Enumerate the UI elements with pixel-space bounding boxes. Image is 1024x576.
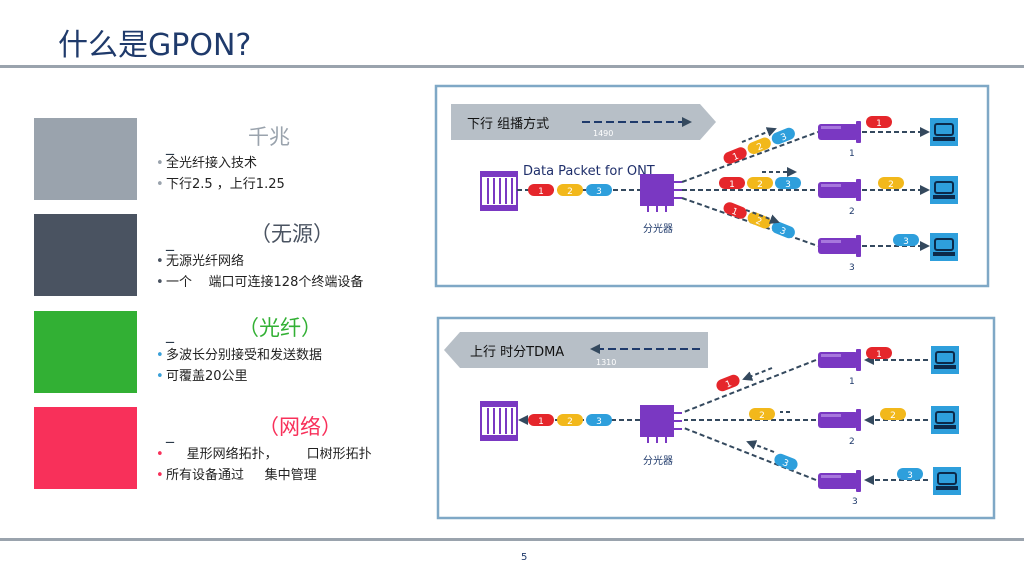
color-block-gigabit xyxy=(34,118,137,200)
packet-group: 1 2 3 xyxy=(723,202,795,239)
svg-text:3: 3 xyxy=(780,132,789,143)
olt-icon xyxy=(480,171,518,211)
splitter-label: 分光器 xyxy=(643,222,673,235)
svg-text:3: 3 xyxy=(903,237,909,247)
downstream-panel: 下行 组播方式 1490 Data Packet for ONT 1 2 3 分… xyxy=(434,84,990,288)
upstream-banner xyxy=(444,332,708,368)
page-number: 5 xyxy=(521,552,528,563)
footer-divider xyxy=(0,538,1024,541)
packet: 1 xyxy=(716,374,740,392)
section-heading-passive: （无源） xyxy=(250,222,334,246)
downstream-packet-train: 1 2 3 xyxy=(528,184,612,197)
onu-icon xyxy=(818,179,861,201)
svg-text:3: 3 xyxy=(907,471,913,481)
svg-text:1: 1 xyxy=(730,207,739,218)
color-block-passive xyxy=(34,214,137,296)
svg-text:3: 3 xyxy=(596,417,602,427)
olt-icon xyxy=(480,401,518,441)
title-divider xyxy=(0,65,1024,68)
computer-icon xyxy=(932,466,962,496)
onu-number: 3 xyxy=(849,263,855,273)
section-dash: _ xyxy=(166,232,174,251)
section-bullets-passive: •无源光纤网络 •一个 端口可连接128个终端设备 xyxy=(156,251,363,293)
svg-text:1: 1 xyxy=(538,187,544,197)
computer-icon xyxy=(929,232,959,262)
list-item: •多波长分别接受和发送数据 xyxy=(156,348,323,363)
section-heading-network: （网络） xyxy=(258,415,342,439)
downstream-wavelength: 1490 xyxy=(593,129,613,138)
section-heading-gigabit: 千兆 xyxy=(248,125,290,149)
computer-icon xyxy=(930,405,960,435)
onu-number: 1 xyxy=(849,377,855,387)
page-title: 什么是GPON? xyxy=(58,28,252,63)
onu-icon xyxy=(818,409,861,431)
onu-icon xyxy=(818,470,861,492)
onu-icon xyxy=(818,121,861,143)
computer-icon xyxy=(929,175,959,205)
section-dash: _ xyxy=(166,324,174,343)
onu-number: 3 xyxy=(852,497,858,507)
svg-text:1: 1 xyxy=(876,350,882,360)
onu-icon xyxy=(818,349,861,371)
section-dash: _ xyxy=(166,136,174,155)
svg-text:1: 1 xyxy=(729,180,735,190)
onu-number: 2 xyxy=(849,437,855,447)
list-item: • 星形网络拓扑， 口树形拓扑 xyxy=(156,447,372,462)
list-item: •无源光纤网络 xyxy=(156,254,245,269)
downstream-banner-label: 下行 组播方式 xyxy=(467,116,549,132)
svg-text:3: 3 xyxy=(781,458,790,469)
list-item: •全光纤接入技术 xyxy=(156,156,258,171)
onu-icon xyxy=(818,235,861,257)
computer-icon xyxy=(930,345,960,375)
svg-text:2: 2 xyxy=(755,142,764,153)
computer-icon xyxy=(929,117,959,147)
list-item: •可覆盖20公里 xyxy=(156,369,248,384)
svg-text:3: 3 xyxy=(778,226,787,237)
downstream-caption: Data Packet for ONT xyxy=(523,164,655,179)
svg-text:2: 2 xyxy=(567,417,573,427)
svg-text:3: 3 xyxy=(785,180,791,190)
packet xyxy=(749,408,775,420)
svg-text:1: 1 xyxy=(876,119,882,129)
upstream-banner-label: 上行 时分TDMA xyxy=(470,345,564,360)
color-block-optical xyxy=(34,311,137,393)
section-bullets-optical: •多波长分别接受和发送数据 •可覆盖20公里 xyxy=(156,345,322,387)
upstream-packet-train: 1 2 3 xyxy=(528,414,612,427)
section-bullets-network: • 星形网络拓扑， 口树形拓扑 •所有设备通过 集中管理 xyxy=(156,444,372,486)
section-dash: _ xyxy=(166,424,174,443)
svg-text:1: 1 xyxy=(731,152,740,163)
svg-text:2: 2 xyxy=(759,411,765,421)
splitter-label: 分光器 xyxy=(643,454,673,467)
list-item: •所有设备通过 集中管理 xyxy=(156,468,317,483)
packet: 3 xyxy=(774,453,798,471)
svg-text:2: 2 xyxy=(890,411,896,421)
svg-text:2: 2 xyxy=(754,216,763,227)
section-bullets-gigabit: •全光纤接入技术 •下行2.5 ，上行1.25 xyxy=(156,153,285,195)
svg-text:2: 2 xyxy=(757,180,763,190)
svg-text:1: 1 xyxy=(724,379,733,390)
svg-text:2: 2 xyxy=(888,180,894,190)
upstream-panel: 上行 时分TDMA 1310 1 2 3 分光器 1 2 3 1 2 3 xyxy=(436,316,996,520)
list-item: •一个 端口可连接128个终端设备 xyxy=(156,275,364,290)
list-item: •下行2.5 ，上行1.25 xyxy=(156,177,285,192)
svg-text:2: 2 xyxy=(567,187,573,197)
onu-number: 2 xyxy=(849,207,855,217)
section-heading-optical: （光纤） xyxy=(238,316,322,340)
svg-text:1: 1 xyxy=(538,417,544,427)
color-block-network xyxy=(34,407,137,489)
packet-group: 1 2 3 xyxy=(719,177,801,190)
packet-group: 1 2 3 xyxy=(723,127,795,164)
onu-number: 1 xyxy=(849,149,855,159)
upstream-wavelength: 1310 xyxy=(596,358,616,367)
svg-text:3: 3 xyxy=(596,187,602,197)
